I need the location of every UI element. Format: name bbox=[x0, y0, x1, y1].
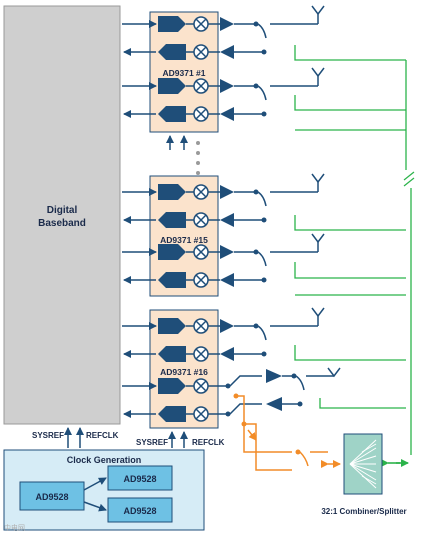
baseband-clock-inputs bbox=[64, 427, 84, 448]
chip-label-16: AD9371 #16 bbox=[160, 367, 208, 377]
watermark-text: 中电网 bbox=[4, 523, 25, 532]
clock-generation-title: Clock Generation bbox=[67, 455, 142, 465]
baseband-label-line1: Digital bbox=[47, 205, 78, 216]
baseband-refclk-label: REFCLK bbox=[86, 431, 119, 440]
clock-source-box bbox=[19, 481, 85, 511]
calibration-tx-channel bbox=[122, 367, 341, 394]
clock-source-label: AD9528 bbox=[35, 492, 68, 502]
clock-generation-block bbox=[3, 449, 205, 531]
clock-distribution-bottom bbox=[107, 497, 173, 523]
clock-distribution-top bbox=[107, 465, 173, 491]
chip-16-clock-inputs bbox=[168, 431, 188, 448]
baseband-sysref-label: SYSREF bbox=[32, 431, 64, 440]
chip-sysref-label: SYSREF bbox=[136, 438, 168, 447]
chip-1-clock-inputs bbox=[166, 135, 188, 150]
combiner-splitter bbox=[343, 433, 383, 495]
chip-label-1: AD9371 #1 bbox=[162, 68, 205, 78]
baseband-label-line2: Baseband bbox=[38, 218, 86, 229]
antenna-feed-bus bbox=[294, 45, 415, 455]
clock-distribution-bottom-label: AD9528 bbox=[123, 506, 156, 516]
clock-distribution-top-label: AD9528 bbox=[123, 474, 156, 484]
calibration-rx-channel bbox=[123, 397, 303, 422]
continuation-dots bbox=[196, 141, 200, 175]
chip-label-15: AD9371 #15 bbox=[160, 235, 208, 245]
digital-baseband-block: Digital Baseband bbox=[3, 5, 121, 425]
calibration-path bbox=[233, 393, 341, 471]
chip-refclk-label: REFCLK bbox=[192, 438, 225, 447]
combiner-label: 32:1 Combiner/Splitter bbox=[321, 507, 406, 516]
